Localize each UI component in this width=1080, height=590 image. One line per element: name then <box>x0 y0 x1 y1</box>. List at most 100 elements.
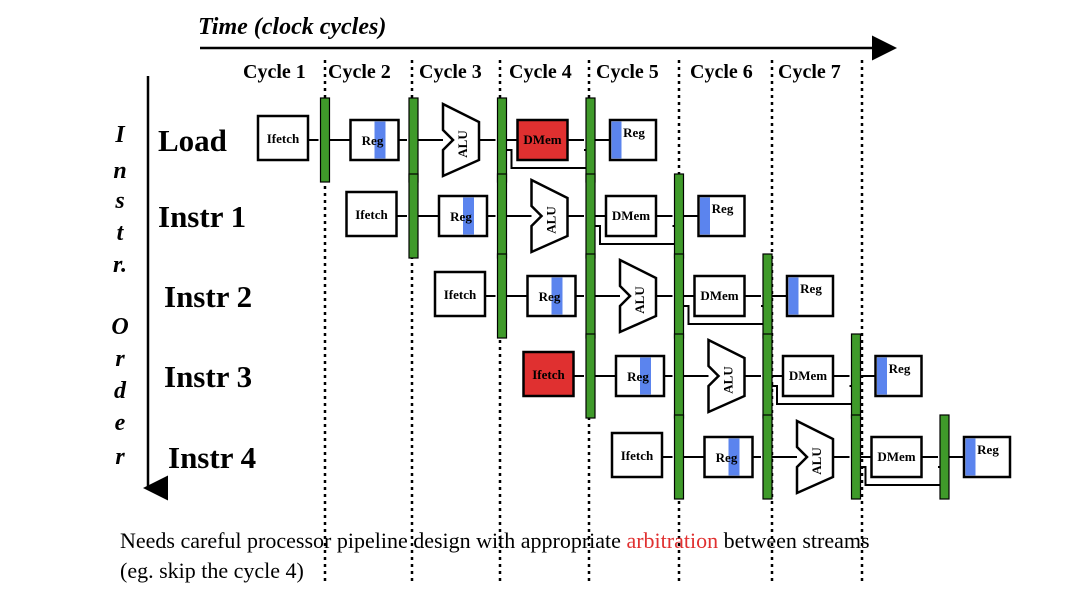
instr-label: Instr 2 <box>164 279 252 314</box>
reg-label: Reg <box>539 289 561 304</box>
alu-label: ALU <box>632 286 647 314</box>
reg-read-half <box>728 438 740 476</box>
cycle-label: Cycle 7 <box>778 61 841 83</box>
caption-text-after: between streams <box>718 528 870 553</box>
pipeline-latch <box>496 97 508 183</box>
reg-read-half <box>640 357 651 395</box>
pipeline-latch <box>762 414 773 500</box>
reg-write-half <box>877 357 887 395</box>
pipeline-latch <box>585 97 596 183</box>
pipeline-latch <box>496 253 508 339</box>
pipeline-row: Instr 2 Ifetch Reg ALU DMem Reg <box>164 253 835 339</box>
pipeline-row: Load Ifetch Reg ALU DMem Reg <box>158 97 658 183</box>
order-letter: r <box>115 346 125 372</box>
dmem-label: DMem <box>612 208 650 223</box>
dmem-box <box>781 354 835 398</box>
diagram-title: Time (clock cycles) <box>198 14 386 40</box>
writeback-reg-label: Reg <box>889 361 911 376</box>
pipeline-latch <box>408 97 419 183</box>
ifetch-box <box>433 270 487 318</box>
dmem-label: DMem <box>877 449 915 464</box>
ifetch-box <box>345 190 398 238</box>
writeback-reg-label: Reg <box>712 201 734 216</box>
instr-label: Instr 1 <box>158 199 246 234</box>
pipeline-latch <box>673 333 685 419</box>
order-letter: r <box>115 444 125 470</box>
pipeline-row: Instr 1 Ifetch Reg ALU DMem Reg <box>158 173 746 259</box>
pipeline-latch <box>673 253 685 339</box>
caption-line-1: Needs careful processor pipeline design … <box>120 528 870 554</box>
pipeline-latch <box>673 173 685 259</box>
reg-write-half <box>611 121 622 159</box>
ifetch-label: Ifetch <box>621 448 654 463</box>
alu-shape <box>530 177 569 254</box>
reg-label: Reg <box>716 450 738 465</box>
reg-write-half <box>700 197 710 235</box>
pipeline-latch <box>585 333 596 419</box>
alu-label: ALU <box>544 206 559 234</box>
cycle-label: Cycle 2 <box>328 61 391 83</box>
ifetch-box <box>522 350 575 398</box>
alu-label: ALU <box>809 447 824 475</box>
alu-shape <box>618 257 658 334</box>
order-letter: r. <box>113 252 127 278</box>
writeback-reg-label: Reg <box>977 442 999 457</box>
cycle-label: Cycle 1 <box>243 61 306 83</box>
order-letter: O <box>111 314 128 340</box>
pipeline-latch <box>585 253 596 339</box>
pipeline-latch <box>585 173 596 259</box>
order-letter: n <box>113 158 126 184</box>
cycle-label: Cycle 3 <box>419 61 482 83</box>
pipeline-row: Instr 3 Ifetch Reg ALU DMem Reg <box>164 333 923 419</box>
dmem-box <box>604 194 658 238</box>
pipeline-latch <box>762 253 773 339</box>
order-letter: e <box>115 410 126 436</box>
ifetch-box <box>610 431 664 479</box>
reg-read-half <box>463 197 474 235</box>
alu-shape <box>707 337 746 414</box>
alu-label: ALU <box>721 366 736 394</box>
pipeline-row: Instr 4 Ifetch Reg ALU DMem Reg <box>168 414 1012 500</box>
alu-shape <box>795 418 835 495</box>
cycle-label: Cycle 5 <box>596 61 659 83</box>
pipeline-latch <box>850 333 862 419</box>
caption-highlight-word: arbitration <box>626 528 719 553</box>
ifetch-label: Ifetch <box>355 207 388 222</box>
writeback-reg-label: Reg <box>800 281 822 296</box>
reg-write-half <box>788 277 799 315</box>
pipeline-latch <box>408 173 419 259</box>
alu-label: ALU <box>455 130 470 158</box>
order-letter: s <box>114 188 124 214</box>
pipeline-latch <box>673 414 685 500</box>
pipeline-latch <box>496 173 508 259</box>
cycle-label: Cycle 6 <box>690 61 753 83</box>
pipeline-latch <box>762 333 773 419</box>
instr-label: Instr 4 <box>168 440 256 475</box>
ifetch-label: Ifetch <box>532 367 565 382</box>
reg-write-half <box>965 438 976 476</box>
order-letter: t <box>117 220 125 246</box>
reg-label: Reg <box>450 209 472 224</box>
reg-label: Reg <box>627 369 649 384</box>
ifetch-label: Ifetch <box>444 287 477 302</box>
order-letter: I <box>114 122 126 148</box>
reg-read-half <box>374 121 386 159</box>
reg-label: Reg <box>362 133 384 148</box>
ifetch-label: Ifetch <box>267 131 300 146</box>
instr-label: Load <box>158 123 227 158</box>
pipeline-latch <box>850 414 862 500</box>
caption-text-before: Needs careful processor pipeline design … <box>120 528 627 553</box>
reg-read-half <box>551 277 563 315</box>
instr-label: Instr 3 <box>164 359 252 394</box>
alu-shape <box>441 101 481 178</box>
pipeline-latch <box>319 97 331 183</box>
dmem-label: DMem <box>523 132 561 147</box>
ifetch-box <box>256 114 310 162</box>
dmem-label: DMem <box>789 368 827 383</box>
caption-line-2: (eg. skip the cycle 4) <box>120 558 304 583</box>
pipeline-latch <box>939 414 950 500</box>
dmem-label: DMem <box>700 288 738 303</box>
writeback-reg-label: Reg <box>623 125 645 140</box>
cycle-label: Cycle 4 <box>509 61 572 83</box>
